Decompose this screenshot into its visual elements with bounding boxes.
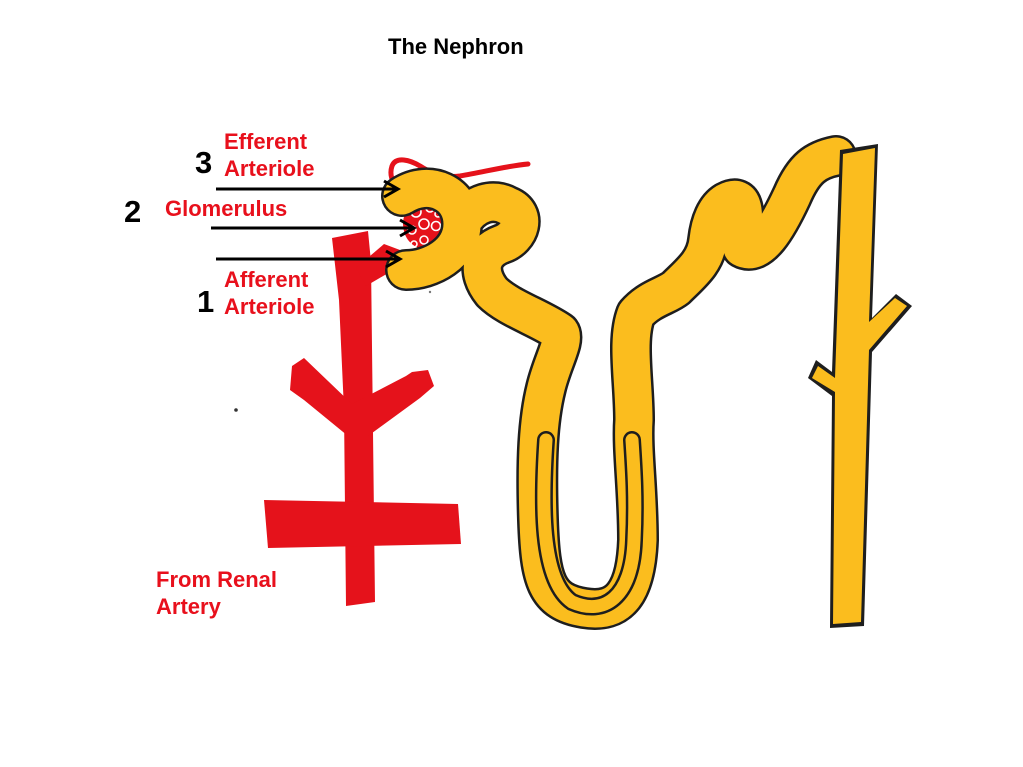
number-3: 3 bbox=[195, 145, 213, 180]
arrow-afferent-head bbox=[385, 249, 404, 269]
label-arrows bbox=[211, 179, 418, 269]
artery-crossbar bbox=[264, 500, 461, 548]
renal-artery-label-line1: From Renal bbox=[156, 567, 278, 592]
artery-upper-branches bbox=[290, 358, 434, 436]
efferent-label-line2: Arteriole bbox=[224, 155, 315, 181]
collecting-duct bbox=[808, 144, 912, 628]
collecting-duct-fill bbox=[812, 148, 907, 624]
afferent-label-line1: Afferent bbox=[224, 267, 309, 292]
renal-artery-label-line2: Artery bbox=[156, 593, 221, 619]
loop-of-henle-fill bbox=[537, 433, 642, 613]
afferent-label-line2: Arteriole bbox=[224, 293, 315, 319]
efferent-arteriole-vessel bbox=[388, 157, 531, 199]
efferent-label-line1: Efferent bbox=[224, 129, 308, 154]
page-title: The Nephron bbox=[388, 34, 524, 59]
arrow-glomerulus-head bbox=[399, 218, 418, 238]
renal-artery bbox=[264, 231, 461, 606]
arrow-efferent-head bbox=[383, 179, 402, 199]
stray-dot bbox=[234, 408, 238, 412]
glomerulus-label: Glomerulus bbox=[165, 196, 288, 221]
nephron-tubule bbox=[381, 135, 857, 630]
efferent-arteriole-label: Efferent Arteriole bbox=[224, 129, 314, 183]
renal-artery-label: From Renal Artery bbox=[156, 567, 277, 621]
number-1: 1 bbox=[197, 284, 215, 319]
stray-dot bbox=[428, 290, 432, 294]
number-2: 2 bbox=[124, 194, 142, 229]
afferent-arteriole-label: Afferent Arteriole bbox=[224, 267, 314, 321]
